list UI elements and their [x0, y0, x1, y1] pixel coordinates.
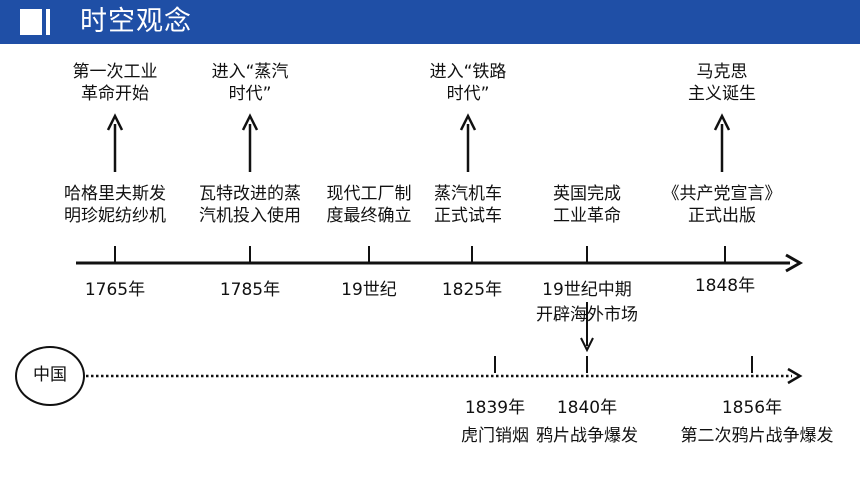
date-1825: 1825年: [441, 280, 503, 300]
title-bar: 时空观念: [0, 0, 860, 44]
date-1785: 1785年: [219, 280, 281, 300]
date-1765: 1765年: [84, 280, 146, 300]
event-second-opium-war: 第二次鸦片战争爆发: [680, 426, 834, 446]
event-first-industrial-revolution: 第一次工业 革命开始: [72, 62, 158, 104]
date-19c-mid: 19世纪中期: [542, 280, 632, 300]
event-factory-system: 现代工厂制 度最终确立: [326, 184, 412, 226]
page-title: 时空观念: [80, 6, 192, 37]
arrow-up-1765-icon: [106, 113, 124, 131]
arrow-up-1848-icon: [713, 113, 731, 131]
event-steam-age: 进入“蒸汽 时代”: [211, 62, 289, 104]
note-overseas-markets: 开辟海外市场: [536, 305, 638, 325]
event-britain-completes-revolution: 英国完成 工业革命: [553, 184, 621, 226]
china-circle: [15, 346, 85, 406]
date-1839: 1839年: [464, 398, 526, 418]
date-1856: 1856年: [721, 398, 783, 418]
title-square-icon: [20, 9, 42, 35]
china-label: 中国: [33, 365, 67, 385]
event-spinning-jenny: 哈格里夫斯发 明珍妮纺纱机: [64, 184, 166, 226]
event-humen-opium: 虎门销烟: [461, 426, 529, 446]
china-timeline-arrow-icon: [787, 367, 803, 385]
event-marxism-born: 马克思 主义诞生: [688, 62, 756, 104]
title-bar-icon: [46, 9, 50, 35]
event-watt-steam-engine: 瓦特改进的蒸 汽机投入使用: [199, 184, 301, 226]
arrow-down-mid-icon: [580, 337, 594, 353]
event-communist-manifesto: 《共产党宣言》 正式出版: [662, 184, 782, 226]
event-railway-age: 进入“铁路 时代”: [429, 62, 507, 104]
date-19c: 19世纪: [341, 280, 397, 300]
main-timeline-arrow-icon: [785, 253, 804, 273]
event-locomotive-trial: 蒸汽机车 正式试车: [434, 184, 502, 226]
arrow-up-1785-icon: [241, 113, 259, 131]
date-1840: 1840年: [556, 398, 618, 418]
event-opium-war: 鸦片战争爆发: [536, 426, 638, 446]
arrow-up-1825-icon: [459, 113, 477, 131]
date-1848: 1848年: [694, 276, 756, 296]
